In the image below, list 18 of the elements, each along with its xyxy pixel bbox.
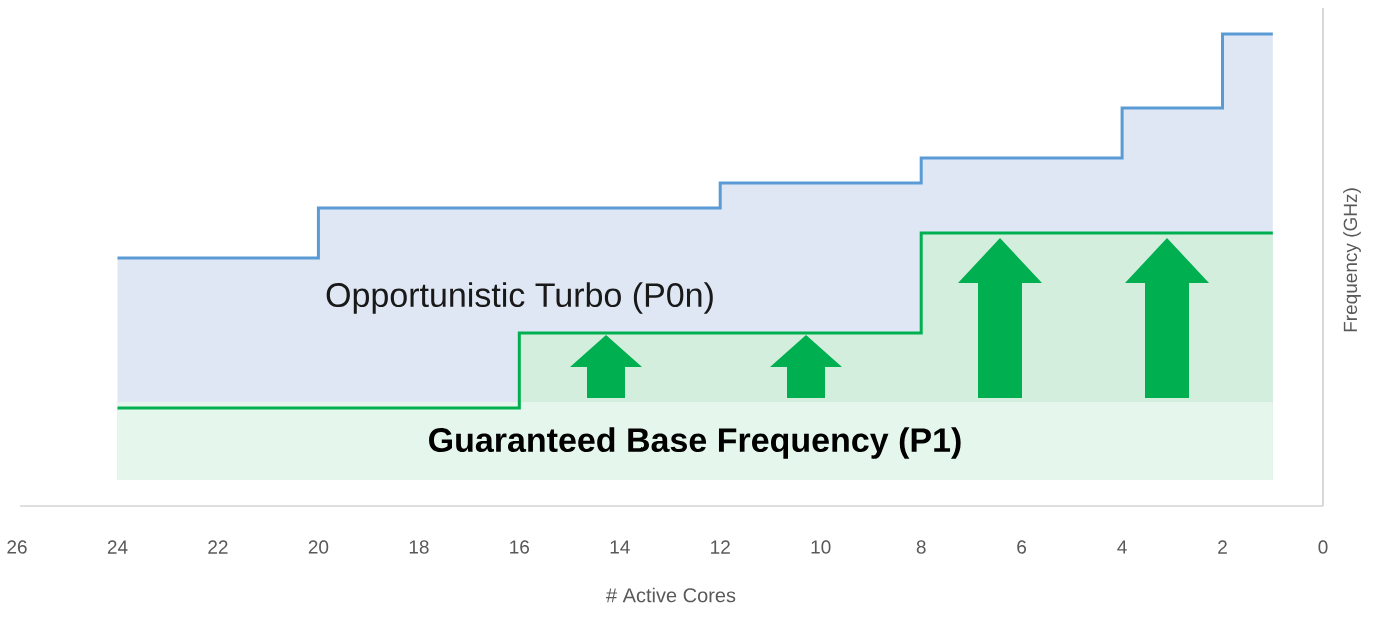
tick-label: 20: [308, 540, 329, 554]
axis-title: # Active Cores: [606, 587, 736, 603]
tick-label: 14: [610, 540, 630, 554]
tick-label: 16: [510, 540, 530, 554]
area-label: Opportunistic Turbo (P0n): [326, 282, 713, 314]
tick-label: 12: [711, 540, 730, 554]
tick-label: 18: [409, 540, 429, 554]
tick-label: 2: [1218, 540, 1227, 554]
area-label: Guaranteed Base Frequency (P1): [429, 427, 961, 459]
tick-label: 6: [1017, 540, 1027, 554]
tick-label: 0: [1318, 540, 1328, 554]
tick-label: 24: [107, 540, 128, 554]
tick-label: 22: [208, 540, 228, 554]
tick-label: 4: [1117, 540, 1127, 554]
axis-title: Frequency (GHz): [1343, 188, 1361, 332]
tick-label: 26: [7, 540, 27, 554]
tick-label: 10: [811, 540, 831, 554]
tick-label: 8: [916, 540, 926, 554]
